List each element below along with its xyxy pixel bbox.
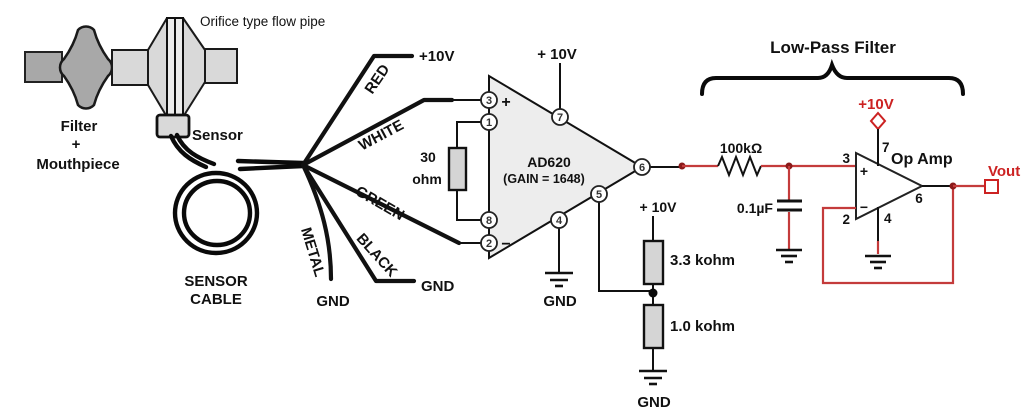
resistor-1k0-body [642, 303, 665, 350]
low-pass-filter: Low-Pass Filter 100kΩ 0.1µF [678, 38, 965, 264]
pin-number-3: 3 [486, 95, 492, 107]
rg-value-line2: ohm [412, 171, 442, 187]
divider-ground-symbol [639, 369, 667, 386]
divider-junction-dot [648, 288, 658, 298]
sensor-box [155, 113, 191, 139]
red-wire [300, 53, 415, 168]
pin-circle-8 [480, 211, 498, 229]
rg-resistor-body [447, 146, 468, 192]
opamp-supply-label: +10V [858, 96, 893, 113]
flow-pipe-assembly: Orifice type flow pipe Filter + Mouthpie… [24, 14, 325, 173]
ad620-minus-sign: − [501, 236, 510, 253]
pin-number-4: 4 [556, 215, 563, 227]
pipe-connector [111, 49, 149, 86]
cable-strand [168, 133, 209, 170]
pin-circle-1 [480, 113, 498, 131]
pin-number-7: 7 [557, 112, 563, 124]
divider-supply-label: + 10V [640, 199, 678, 215]
pin-number-6: 6 [639, 162, 645, 174]
filter-body [58, 25, 114, 110]
cable-label-line2: CABLE [190, 291, 242, 308]
rg-lead-bottom [456, 190, 481, 221]
vout-label: Vout [988, 163, 1020, 180]
filter-label-line3: Mouthpiece [36, 156, 119, 173]
supply-diamond-terminal [869, 111, 887, 131]
opamp-triangle [855, 151, 925, 221]
pin-number-2: 2 [486, 238, 492, 250]
cap-ground-symbol [776, 248, 802, 264]
cable-strand [237, 163, 306, 172]
opamp-pin7-number: 7 [882, 140, 890, 155]
filter-label-line1: Filter [61, 118, 98, 135]
white-wire [300, 97, 455, 168]
opamp-plus-sign: + [860, 163, 868, 179]
green-wire-label: GREEN [352, 183, 407, 224]
pin-circle-2 [480, 234, 498, 252]
orifice-left-cone [147, 17, 168, 118]
pin-circle-3 [480, 91, 498, 109]
orifice-right-cone [182, 17, 206, 118]
opamp-pin2-number: 2 [842, 212, 850, 227]
ad620-supply-label: + 10V [537, 46, 577, 63]
sensor-cable: SENSOR CABLE [168, 132, 306, 308]
opamp-ground-symbol [865, 254, 891, 270]
ad620-amplifier: 30 ohm + 10V GND AD620 (GAIN = 1648) + −… [412, 46, 681, 310]
cable-strand [235, 158, 306, 166]
lpf-resistor-label: 100kΩ [720, 140, 762, 156]
opamp-name: Op Amp [891, 151, 953, 168]
green-wire [300, 162, 462, 246]
ad620-name: AD620 [527, 154, 571, 170]
pin-circle-5 [590, 185, 608, 203]
cable-loop-outer [172, 170, 260, 256]
pin-number-5: 5 [596, 189, 602, 201]
lpf-cap-label: 0.1µF [737, 200, 774, 216]
ad620-ground-symbol [545, 271, 573, 288]
ad620-gain: (GAIN = 1648) [503, 172, 585, 186]
opamp-pin3-number: 3 [842, 151, 850, 166]
pipe-outlet-stub [204, 48, 238, 84]
opamp-pin6-number: 6 [915, 191, 923, 206]
ad620-pins: 3 1 8 2 7 4 5 6 [480, 91, 651, 252]
cable-loop-inner [181, 178, 253, 248]
op-amp: Op Amp +10V 7 3 + − 2 4 6 Vout [821, 96, 1020, 285]
ad620-plus-sign: + [501, 94, 510, 111]
pin-circle-4 [550, 211, 568, 229]
sensor-label: Sensor [192, 127, 243, 144]
pin-number-1: 1 [486, 117, 492, 129]
pin-circle-7 [551, 108, 569, 126]
black-wire [300, 162, 417, 284]
resistor-3k3-body [642, 239, 665, 286]
resistor-3k3-label: 3.3 kohm [670, 252, 735, 269]
vout-square-terminal [984, 179, 999, 194]
rg-value-line1: 30 [420, 149, 436, 165]
opamp-pin4-number: 4 [884, 211, 892, 226]
pin-number-8: 8 [486, 215, 492, 227]
metal-wire [300, 162, 334, 282]
cable-strand [174, 132, 217, 167]
filter-label-line2: + [72, 136, 81, 153]
black-wire-gnd-label: GND [421, 278, 455, 295]
rg-lead-top [456, 121, 481, 148]
metal-wire-label: METAL [297, 225, 328, 278]
mouthpiece-stub [24, 51, 63, 83]
feedback-wire [821, 186, 955, 285]
metal-wire-gnd-label: GND [316, 293, 350, 310]
lpf-title: Low-Pass Filter [770, 38, 896, 57]
red-wire-terminal-label: +10V [419, 48, 454, 65]
lpf-resistor-zigzag [717, 154, 762, 178]
lpf-brace [700, 58, 965, 96]
reference-divider: + 10V 3.3 kohm 1.0 kohm GND [637, 199, 735, 411]
ad620-pin5-wire [598, 202, 650, 292]
opamp-minus-sign: − [860, 199, 868, 215]
pin-circle-6 [633, 158, 651, 176]
cable-label-line1: SENSOR [184, 273, 248, 290]
diagram-title: Orifice type flow pipe [200, 14, 325, 29]
ad620-gnd-label: GND [543, 293, 577, 310]
divider-gnd-label: GND [637, 394, 671, 411]
resistor-1k0-label: 1.0 kohm [670, 318, 735, 335]
